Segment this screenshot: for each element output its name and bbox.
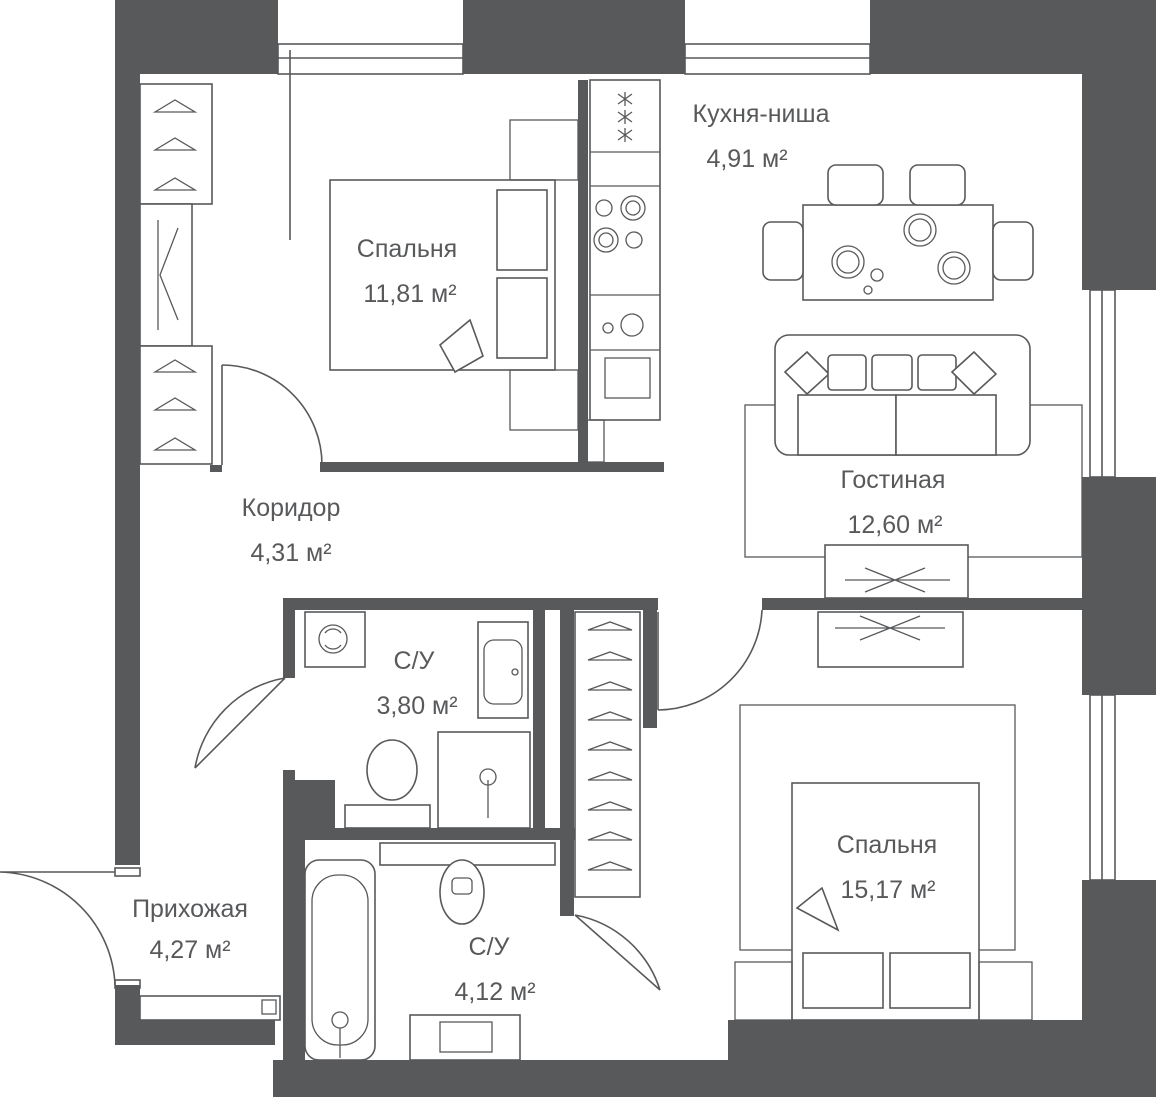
room-name-bath-1: С/У [394,647,435,675]
room-name-corridor: Коридор [242,494,341,522]
room-area-kitchen: 4,91 м² [706,145,787,173]
right-wall [1082,0,1156,290]
room-area-bath-2: 4,12 м² [454,978,535,1006]
room-name-bedroom-1: Спальня [357,235,457,263]
room-name-bedroom-2: Спальня [837,831,937,859]
bottom-wall-left [115,1020,275,1045]
living-furniture [744,334,1083,599]
room-area-hall: 4,27 м² [149,936,230,964]
bath-1-furniture [194,611,531,829]
room-name-living: Гостиная [841,466,946,494]
kitchen-furniture [581,79,1034,463]
room-area-living: 12,60 м² [847,511,942,539]
room-area-corridor: 4,31 м² [250,539,331,567]
bottom-wall-right [728,1020,1156,1097]
walls [115,0,1156,1097]
bottom-wall-mid [273,1060,763,1097]
top-wall-mid [463,0,685,74]
room-area-bedroom-2: 15,17 м² [840,876,935,904]
bedroom-2-furniture [657,609,1033,1021]
bedroom-1-furniture [139,50,579,466]
room-name-bath-2: С/У [469,933,510,961]
room-name-hall: Прихожая [132,895,248,923]
bath-2-furniture [304,611,661,1061]
room-name-kitchen: Кухня-ниша [693,100,830,128]
room-area-bath-1: 3,80 м² [376,692,457,720]
room-area-bedroom-1: 11,81 м² [363,280,456,308]
left-wall [115,0,140,865]
top-wall-left [115,0,278,74]
hall-door [0,867,281,1021]
